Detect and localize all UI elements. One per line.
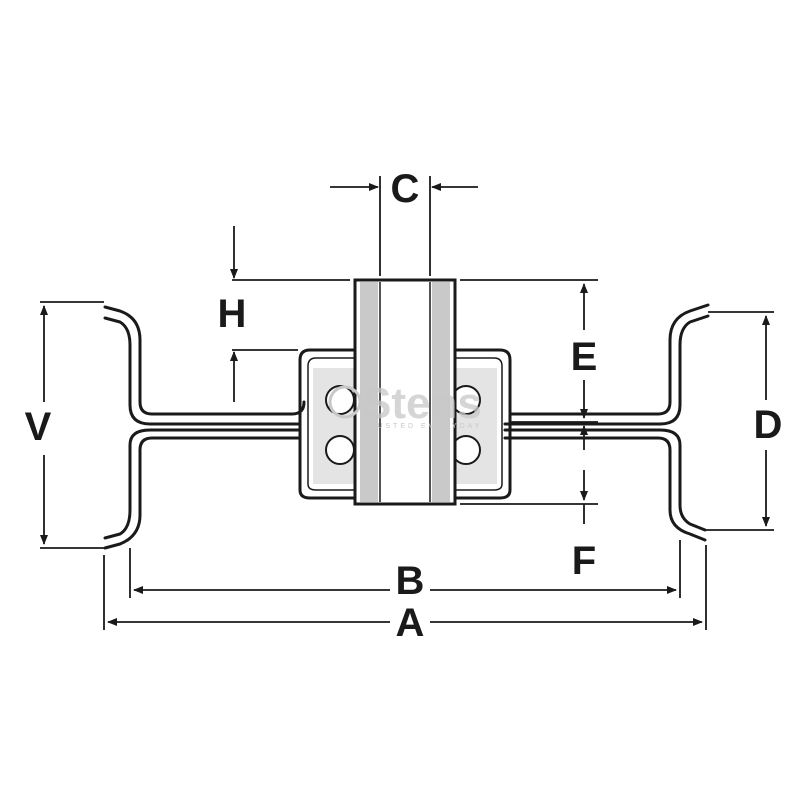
- stens-watermark: Stens TRUSTED EVERYDAY: [328, 379, 482, 430]
- lower-right-flange-inner: [503, 428, 707, 532]
- upper-left-flange: [103, 305, 306, 416]
- upper-right-flange-inner: [503, 314, 710, 426]
- label-a: A: [396, 601, 425, 645]
- watermark-logo-icon: [328, 385, 362, 419]
- bearing-housing-inner: [307, 357, 503, 491]
- label-c: C: [391, 167, 420, 211]
- dimension-e-f: E F: [460, 279, 598, 583]
- label-f: F: [572, 539, 596, 583]
- bearing-ball-lower-left: [325, 435, 355, 465]
- hub-shade-right: [432, 282, 450, 502]
- dimension-v: V: [25, 301, 104, 549]
- dimension-c: C: [330, 167, 478, 276]
- bearing-race-left: [313, 368, 355, 484]
- pulley-body: [103, 278, 710, 550]
- label-b: B: [396, 559, 425, 603]
- watermark-brand: Stens: [362, 379, 482, 428]
- label-e: E: [571, 335, 598, 379]
- dimension-d: D: [706, 311, 783, 531]
- hub-shade-left: [360, 282, 378, 502]
- lower-right-flange: [503, 436, 707, 542]
- dimension-b: B: [129, 540, 681, 603]
- watermark-tagline: TRUSTED EVERYDAY: [362, 423, 482, 430]
- upper-right-flange: [508, 303, 710, 416]
- upper-left-flange-inner: [103, 316, 302, 426]
- bearing-housing: [298, 348, 512, 500]
- label-d: D: [754, 403, 783, 447]
- label-h: H: [218, 292, 247, 336]
- lower-left-flange-inner: [103, 428, 302, 540]
- dimension-a: A: [103, 545, 707, 645]
- lower-left-flange: [103, 436, 302, 550]
- dimension-h: H: [218, 226, 350, 402]
- label-v: V: [25, 405, 52, 449]
